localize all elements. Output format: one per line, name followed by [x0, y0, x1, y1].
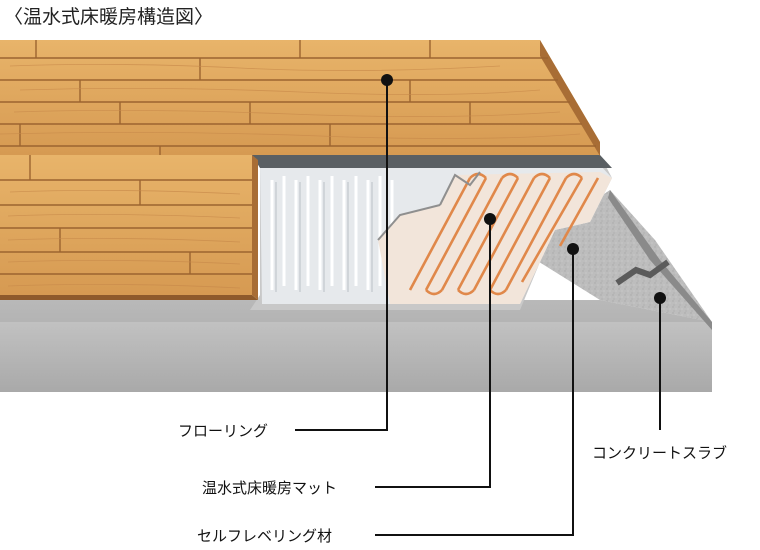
- heating-mat: [260, 165, 612, 304]
- label-heating-mat: 温水式床暖房マット: [202, 479, 338, 497]
- dot-slab: [654, 292, 666, 304]
- flooring-edge: [252, 155, 258, 300]
- label-slab: コンクリートスラブ: [592, 444, 728, 462]
- underlay-membrane: [252, 155, 612, 168]
- flooring-side-edge: [540, 40, 600, 156]
- label-flooring: フローリング: [178, 422, 269, 440]
- plank-lines: [0, 40, 596, 275]
- slab-front: [0, 300, 712, 392]
- heating-pipes: [408, 172, 600, 296]
- mat-channels: [270, 176, 394, 290]
- leader-leveling: [375, 249, 574, 536]
- dot-heating-mat: [484, 213, 496, 225]
- dot-flooring: [381, 74, 393, 86]
- dot-leveling: [567, 243, 579, 255]
- leader-lines: [295, 80, 661, 536]
- slab-step: [615, 259, 670, 286]
- flooring: [0, 40, 600, 300]
- label-leveling: セルフレベリング材: [197, 527, 333, 545]
- leader-dots: [381, 74, 666, 304]
- mat-channel-shadows: [275, 182, 373, 292]
- leader-flooring: [295, 80, 388, 431]
- slab-top-edge: [0, 300, 712, 322]
- leader-heating-mat: [375, 219, 491, 488]
- mat-tear-edge-2: [377, 204, 441, 241]
- slab-crack: [608, 190, 712, 330]
- flooring-top-front: [0, 155, 252, 295]
- mat-tear-edge: [439, 171, 481, 206]
- flooring-front-edge: [0, 295, 258, 300]
- wood-grain: [0, 64, 581, 289]
- diagram-title: 〈温水式床暖房構造図〉: [4, 6, 214, 28]
